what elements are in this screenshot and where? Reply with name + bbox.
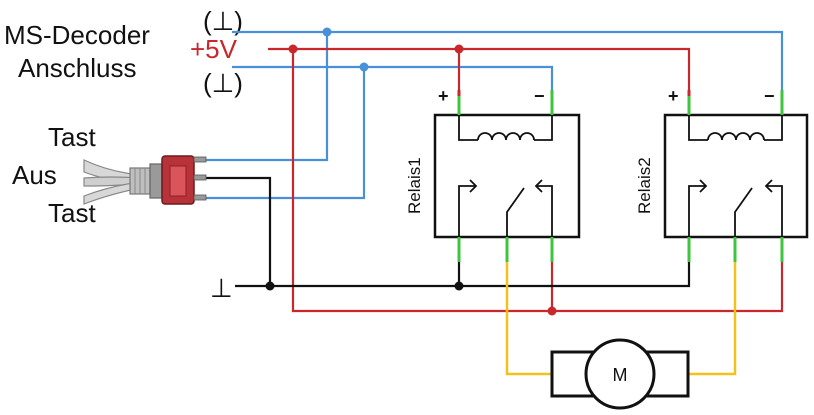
- black-junction-2: [454, 281, 464, 291]
- plus5v-label: +5V: [190, 34, 238, 64]
- black-wire-aus: [206, 176, 272, 286]
- motor: M: [550, 338, 690, 410]
- red-wire-main: [268, 47, 691, 94]
- motor-label: M: [613, 365, 628, 385]
- black-junction-1: [265, 281, 275, 291]
- blue-wire-top: [232, 30, 784, 94]
- black-wire-rail: [235, 260, 691, 288]
- relay-2-coil: [707, 132, 765, 141]
- switch-label-aus: Aus: [12, 160, 57, 190]
- switch-nut: [149, 163, 163, 199]
- relay-1: + − Relais1: [405, 86, 581, 262]
- switch-terminal-bottom: [193, 194, 207, 201]
- decoder-title: MS-Decoder: [4, 20, 150, 50]
- ground-label-bottom: (⊥): [203, 68, 243, 98]
- relay-1-plus: +: [438, 86, 449, 106]
- blue-wire-bottom: [232, 65, 554, 94]
- yellow-wire-right: [688, 260, 737, 376]
- switch-terminal-top: [193, 156, 207, 163]
- relay-2-contact-common: [734, 187, 753, 237]
- blue-wire-tast-top: [206, 32, 329, 162]
- red-junction-3: [547, 306, 557, 316]
- switch-label-tast-top: Tast: [48, 122, 96, 152]
- yellow-wire-left: [505, 260, 552, 376]
- blue-junction-2: [359, 62, 369, 72]
- switch-body-face: [169, 165, 187, 197]
- relay-1-label: Relais1: [405, 157, 424, 214]
- yellow-wires: [505, 260, 737, 376]
- red-junction-2: [454, 44, 464, 54]
- blue-wires: [206, 30, 784, 200]
- blue-junction-1: [322, 27, 332, 37]
- relay-2: + − Relais2: [635, 86, 809, 262]
- toggle-switch: [83, 155, 207, 205]
- relay-1-contact-no: [536, 185, 553, 237]
- relay-2-label: Relais2: [635, 157, 654, 214]
- relay-1-contact-nc: [458, 185, 476, 237]
- switch-label-tast-bottom: Tast: [48, 198, 96, 228]
- relay-1-minus: −: [534, 86, 545, 106]
- red-wire-loop: [291, 49, 784, 313]
- red-junction-1: [288, 44, 298, 54]
- relay-2-contact-no: [766, 185, 783, 237]
- relay-1-coil: [477, 132, 535, 141]
- blue-wire-tast-bottom: [206, 67, 366, 200]
- ground-rail-label: ⊥: [210, 273, 233, 303]
- decoder-subtitle: Anschluss: [18, 53, 137, 83]
- relay-2-minus: −: [764, 86, 775, 106]
- relay-2-box: [663, 113, 809, 239]
- switch-terminal-mid: [193, 174, 207, 181]
- relay-2-plus: +: [668, 86, 679, 106]
- relay-2-contact-nc: [688, 185, 706, 237]
- relay-1-contact-common: [506, 187, 525, 237]
- motor-circle: [584, 338, 656, 410]
